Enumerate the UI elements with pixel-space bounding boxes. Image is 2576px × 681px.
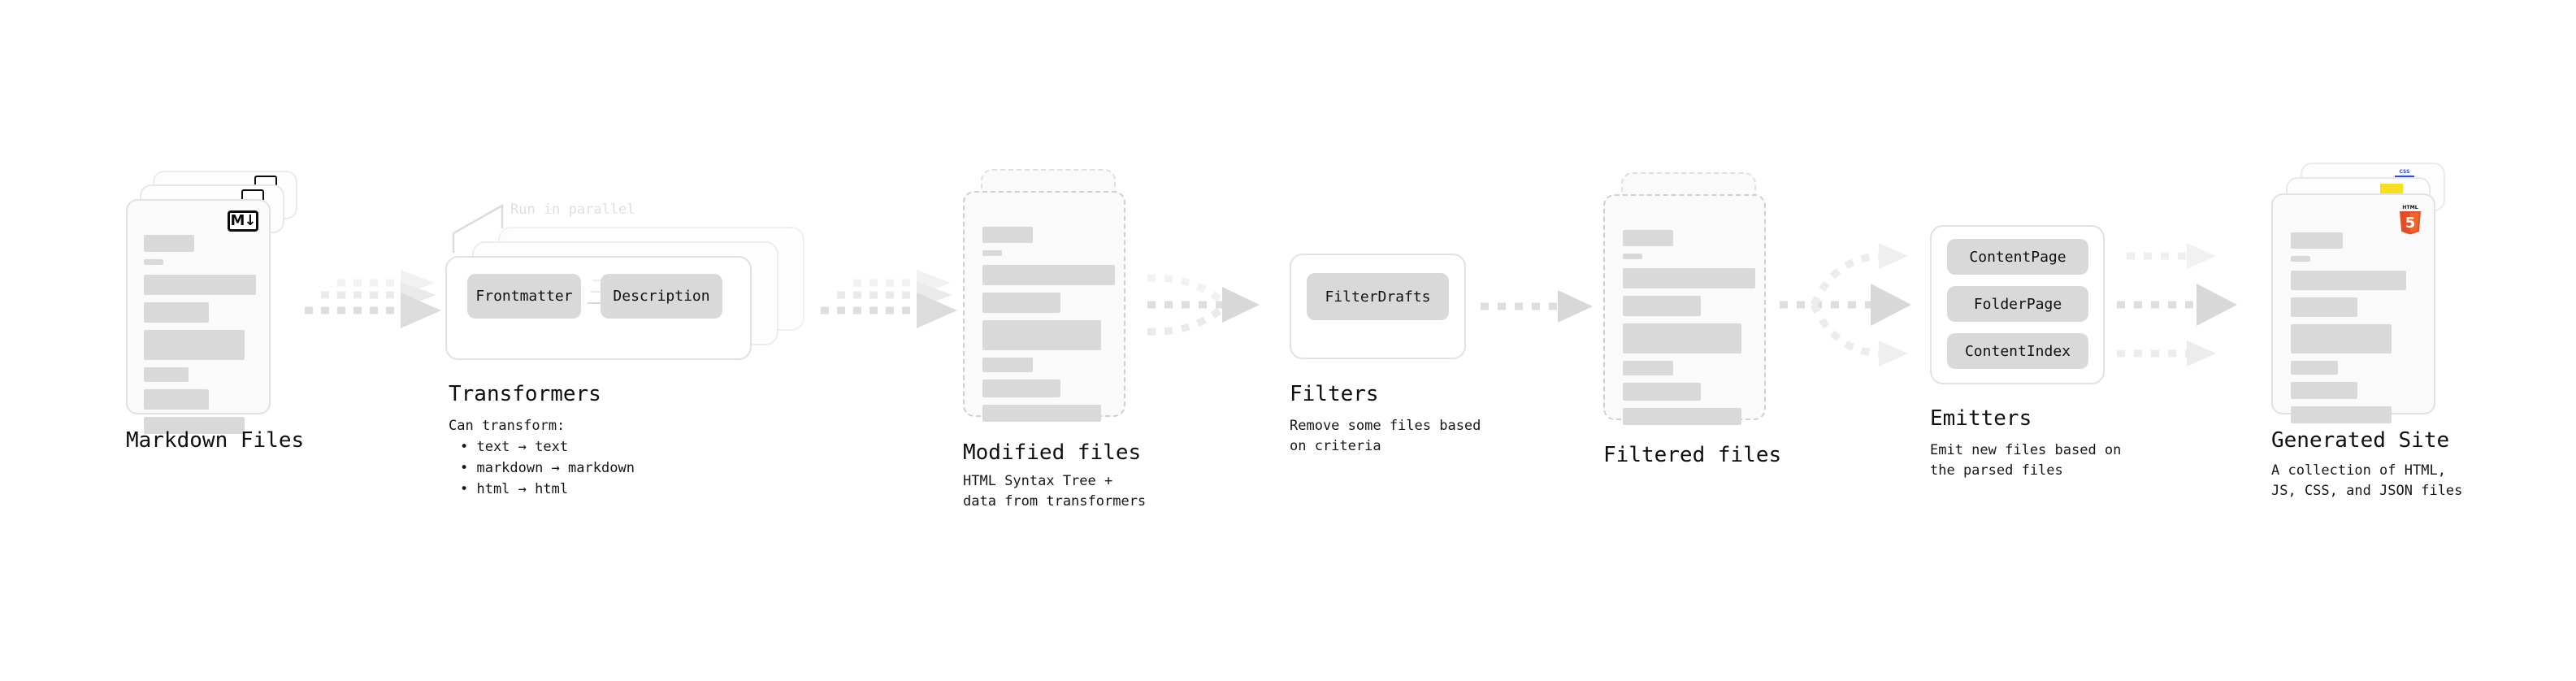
svg-text:HTML: HTML [2402, 205, 2418, 210]
content-line [982, 405, 1101, 422]
generated-site-stack: CSS HTML 5 [2271, 163, 2466, 423]
run-in-parallel-bracket [452, 203, 504, 253]
modified-files-subtitle: HTML Syntax Tree + data from transformer… [963, 473, 1147, 510]
transformer-chip-description[interactable]: Description [601, 274, 722, 319]
markdown-file-front: M↓ [126, 199, 271, 434]
emitters-subtitle: Emit new files based on the parsed files [1930, 442, 2122, 479]
content-line [144, 302, 209, 323]
content-line [1623, 268, 1755, 288]
content-line [982, 250, 1002, 256]
transformers-bullet-1: • markdown → markdown [460, 460, 635, 476]
content-line [982, 293, 1060, 313]
transformer-chip-frontmatter[interactable]: Frontmatter [467, 274, 581, 319]
filtered-files-title: Filtered files [1603, 443, 1782, 467]
filtered-file-front [1603, 194, 1766, 425]
content-line [2291, 361, 2338, 375]
connector-modified-to-filters [1147, 274, 1260, 336]
transformers-bullet-0: • text → text [460, 439, 569, 455]
filtered-file-content-lines [1623, 230, 1755, 432]
content-line [982, 320, 1101, 350]
generated-file-content-lines [2291, 232, 2418, 431]
connector-emitters-to-site [2117, 243, 2237, 367]
content-line [1623, 323, 1741, 354]
filters-subtitle: Remove some files based on criteria [1290, 418, 1481, 454]
content-line [144, 235, 194, 252]
generated-file-front: HTML 5 [2271, 193, 2435, 423]
connector-transformers-to-modified [821, 270, 957, 328]
content-line [2291, 297, 2357, 317]
transformers-group: Run in parallel Frontmatter Description [445, 197, 827, 384]
emitter-chip-folderpage[interactable]: FolderPage [1947, 286, 2088, 322]
filtered-files-stack [1603, 172, 1782, 432]
content-line [1623, 361, 1673, 375]
modified-files-title: Modified files [963, 440, 1142, 465]
generated-site-subtitle: A collection of HTML, JS, CSS, and JSON … [2271, 462, 2463, 499]
content-line [982, 227, 1033, 243]
content-line [982, 380, 1060, 397]
content-line [144, 417, 245, 434]
content-line [2291, 406, 2392, 423]
generated-site-title: Generated Site [2271, 428, 2450, 453]
emitters-title: Emitters [1930, 406, 2032, 431]
content-line [2291, 271, 2406, 290]
modified-file-front [963, 191, 1125, 422]
content-line [144, 367, 189, 382]
connector-filters-to-filtered [1481, 290, 1593, 323]
svg-text:5: 5 [2405, 215, 2416, 232]
modified-files-stack [963, 169, 1142, 429]
content-line [1623, 230, 1673, 246]
transformers-bullet-2: • html → html [460, 481, 569, 497]
connector-md-to-transformers [305, 270, 441, 328]
markdown-icon: M↓ [228, 210, 258, 232]
content-line [2291, 232, 2343, 249]
markdown-file-content-lines [144, 235, 256, 441]
content-line [2291, 256, 2310, 262]
markdown-files-stack: M↓ [126, 171, 305, 434]
modified-file-content-lines [982, 227, 1115, 429]
emitter-chip-contentindex[interactable]: ContentIndex [1947, 333, 2088, 369]
content-line [2291, 324, 2392, 354]
content-line [1623, 296, 1701, 316]
content-line [982, 265, 1115, 285]
transformers-title: Transformers [449, 382, 601, 406]
content-line [144, 389, 209, 410]
content-line [144, 259, 163, 265]
content-line [144, 275, 256, 295]
html5-icon: HTML 5 [2400, 205, 2421, 235]
content-line [1623, 383, 1701, 401]
markdown-files-title: Markdown Files [126, 428, 305, 453]
content-line [144, 330, 245, 360]
content-line [982, 358, 1033, 372]
content-line [1623, 408, 1741, 425]
run-in-parallel-label: Run in parallel [510, 202, 635, 218]
content-line [2291, 382, 2357, 399]
filters-title: Filters [1290, 382, 1379, 406]
filter-chip-filterdrafts[interactable]: FilterDrafts [1307, 273, 1449, 320]
transformers-subtitle: Can transform: [449, 418, 566, 434]
content-line [1623, 254, 1642, 259]
connector-filtered-to-emitters [1780, 243, 1911, 367]
emitter-chip-contentpage[interactable]: ContentPage [1947, 239, 2088, 275]
